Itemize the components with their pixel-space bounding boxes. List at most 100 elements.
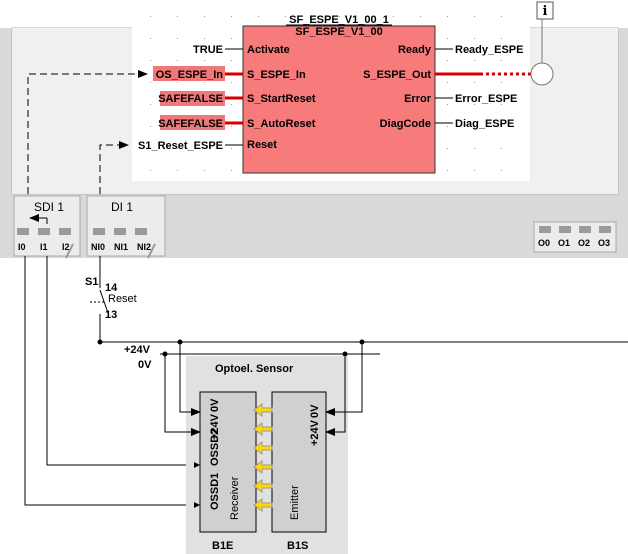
grid-dot [150,126,151,127]
pin-activate: Activate [247,44,290,56]
grid-dot [150,38,151,39]
sensor-title: Optoel. Sensor [215,363,294,375]
receiver-label: Receiver [229,476,241,520]
terminal-o2: O2 [578,238,590,248]
grid-dot [474,38,475,39]
emitter-pin-24v: +24V [309,419,321,446]
switch-label: S1 [85,276,98,288]
dashed-link-os-espe-in [27,70,148,238]
value-safefalse-2-bg [160,115,225,130]
value-true[interactable]: TRUE [193,44,223,56]
terminal-i2: I2 [62,242,70,252]
terminal-o3: O3 [598,238,610,248]
grid-dot [501,82,502,83]
sdi-cut-mark [65,243,74,259]
grid-dot [501,126,502,127]
switch-name: Reset [108,293,137,305]
di-title: DI 1 [111,200,133,214]
value-diag-espe[interactable]: Diag_ESPE [455,118,514,130]
receiver-box[interactable] [199,391,257,533]
grid-dot [231,170,232,171]
value-safefalse-2[interactable]: SAFEFALSE [158,118,223,130]
value-s1-reset-espe[interactable]: S1_Reset_ESPE [138,140,223,152]
wire-receiver-24v [164,354,201,436]
sdi-led-1 [38,228,50,235]
emitter-id: B1S [287,540,308,552]
grid-dot [177,38,178,39]
grid-dot [204,170,205,171]
grid-dot [447,104,448,105]
arrowhead-ossd2 [194,462,200,468]
emitter-box[interactable] [271,391,327,533]
grid-dot [393,16,394,17]
grid-dot [150,148,151,149]
output-connector-circle[interactable] [530,62,554,86]
grid-dot [474,104,475,105]
grid-dot [150,16,151,17]
value-ready-espe[interactable]: Ready_ESPE [455,44,523,56]
grid-dot [177,148,178,149]
grid-dot [150,170,151,171]
emitter-pin-labels: +24V 0V Emitter [289,404,321,520]
terminal-ni2: NI2 [137,242,151,252]
receiver-pin-labels: OSSD1 OSSD2 +24V 0V Receiver [209,398,241,520]
grid-dot [501,148,502,149]
pin-s-autoreset: S_AutoReset [247,118,316,130]
di-module[interactable] [86,195,166,257]
grid-dot [150,104,151,105]
dashed-link-reset [99,141,129,238]
out-led-2 [579,226,591,233]
grid-dot [447,38,448,39]
grid-dot [501,38,502,39]
out-led-1 [559,226,571,233]
grid-dot [231,148,232,149]
grid-dot [231,104,232,105]
di-cut-mark [147,243,156,259]
block-instance-name: SF_ESPE_V1_00_1 [289,14,389,26]
pin-s-startreset: S_StartReset [247,93,316,105]
grid-dot [474,170,475,171]
grid-dot [204,82,205,83]
pin-diagcode: DiagCode [380,118,431,130]
receiver-id: B1E [212,540,233,552]
grid-dot [447,170,448,171]
grid-dot [231,82,232,83]
grid-dot [501,16,502,17]
grid-dot [177,16,178,17]
value-os-espe-in[interactable]: OS_ESPE_In [156,69,224,81]
grid-dot [285,16,286,17]
grid-dot [501,170,502,171]
grid-dot [501,60,502,61]
grid-dot [447,82,448,83]
value-safefalse-1[interactable]: SAFEFALSE [158,93,223,105]
info-icon-glyph: i [543,4,548,19]
wire-i0-ossd1 [24,256,200,506]
receiver-pin-ossd1: OSSD1 [209,473,221,510]
grid-dot [231,60,232,61]
grid-dot [177,170,178,171]
light-arrow-6 [253,498,273,512]
grid-dot [474,60,475,61]
sdi-title: SDI 1 [34,200,64,214]
terminal-o0: O0 [538,238,550,248]
arrowhead-ossd1 [194,502,200,508]
wire-emitter-24v [325,354,346,436]
value-error-espe[interactable]: Error_ESPE [455,93,517,105]
sdi-module[interactable] [13,195,81,257]
grid-dot [231,126,232,127]
value-safefalse-1-bg [160,91,225,106]
receiver-pin-0v: 0V [209,398,221,412]
terminal-ni0: NI0 [91,242,105,252]
wire-emitter-0v [325,342,363,416]
block-type-name: SF_ESPE_V1_00 [295,26,382,38]
sdi-led-0 [17,228,29,235]
function-block[interactable] [242,25,436,174]
info-icon[interactable] [536,1,554,20]
terminal-i1: I1 [40,242,48,252]
light-beam-arrows [253,403,273,512]
grid-dot [150,60,151,61]
label-0v: 0V [138,359,152,371]
grid-dot [420,16,421,17]
di-led-0 [93,228,105,235]
